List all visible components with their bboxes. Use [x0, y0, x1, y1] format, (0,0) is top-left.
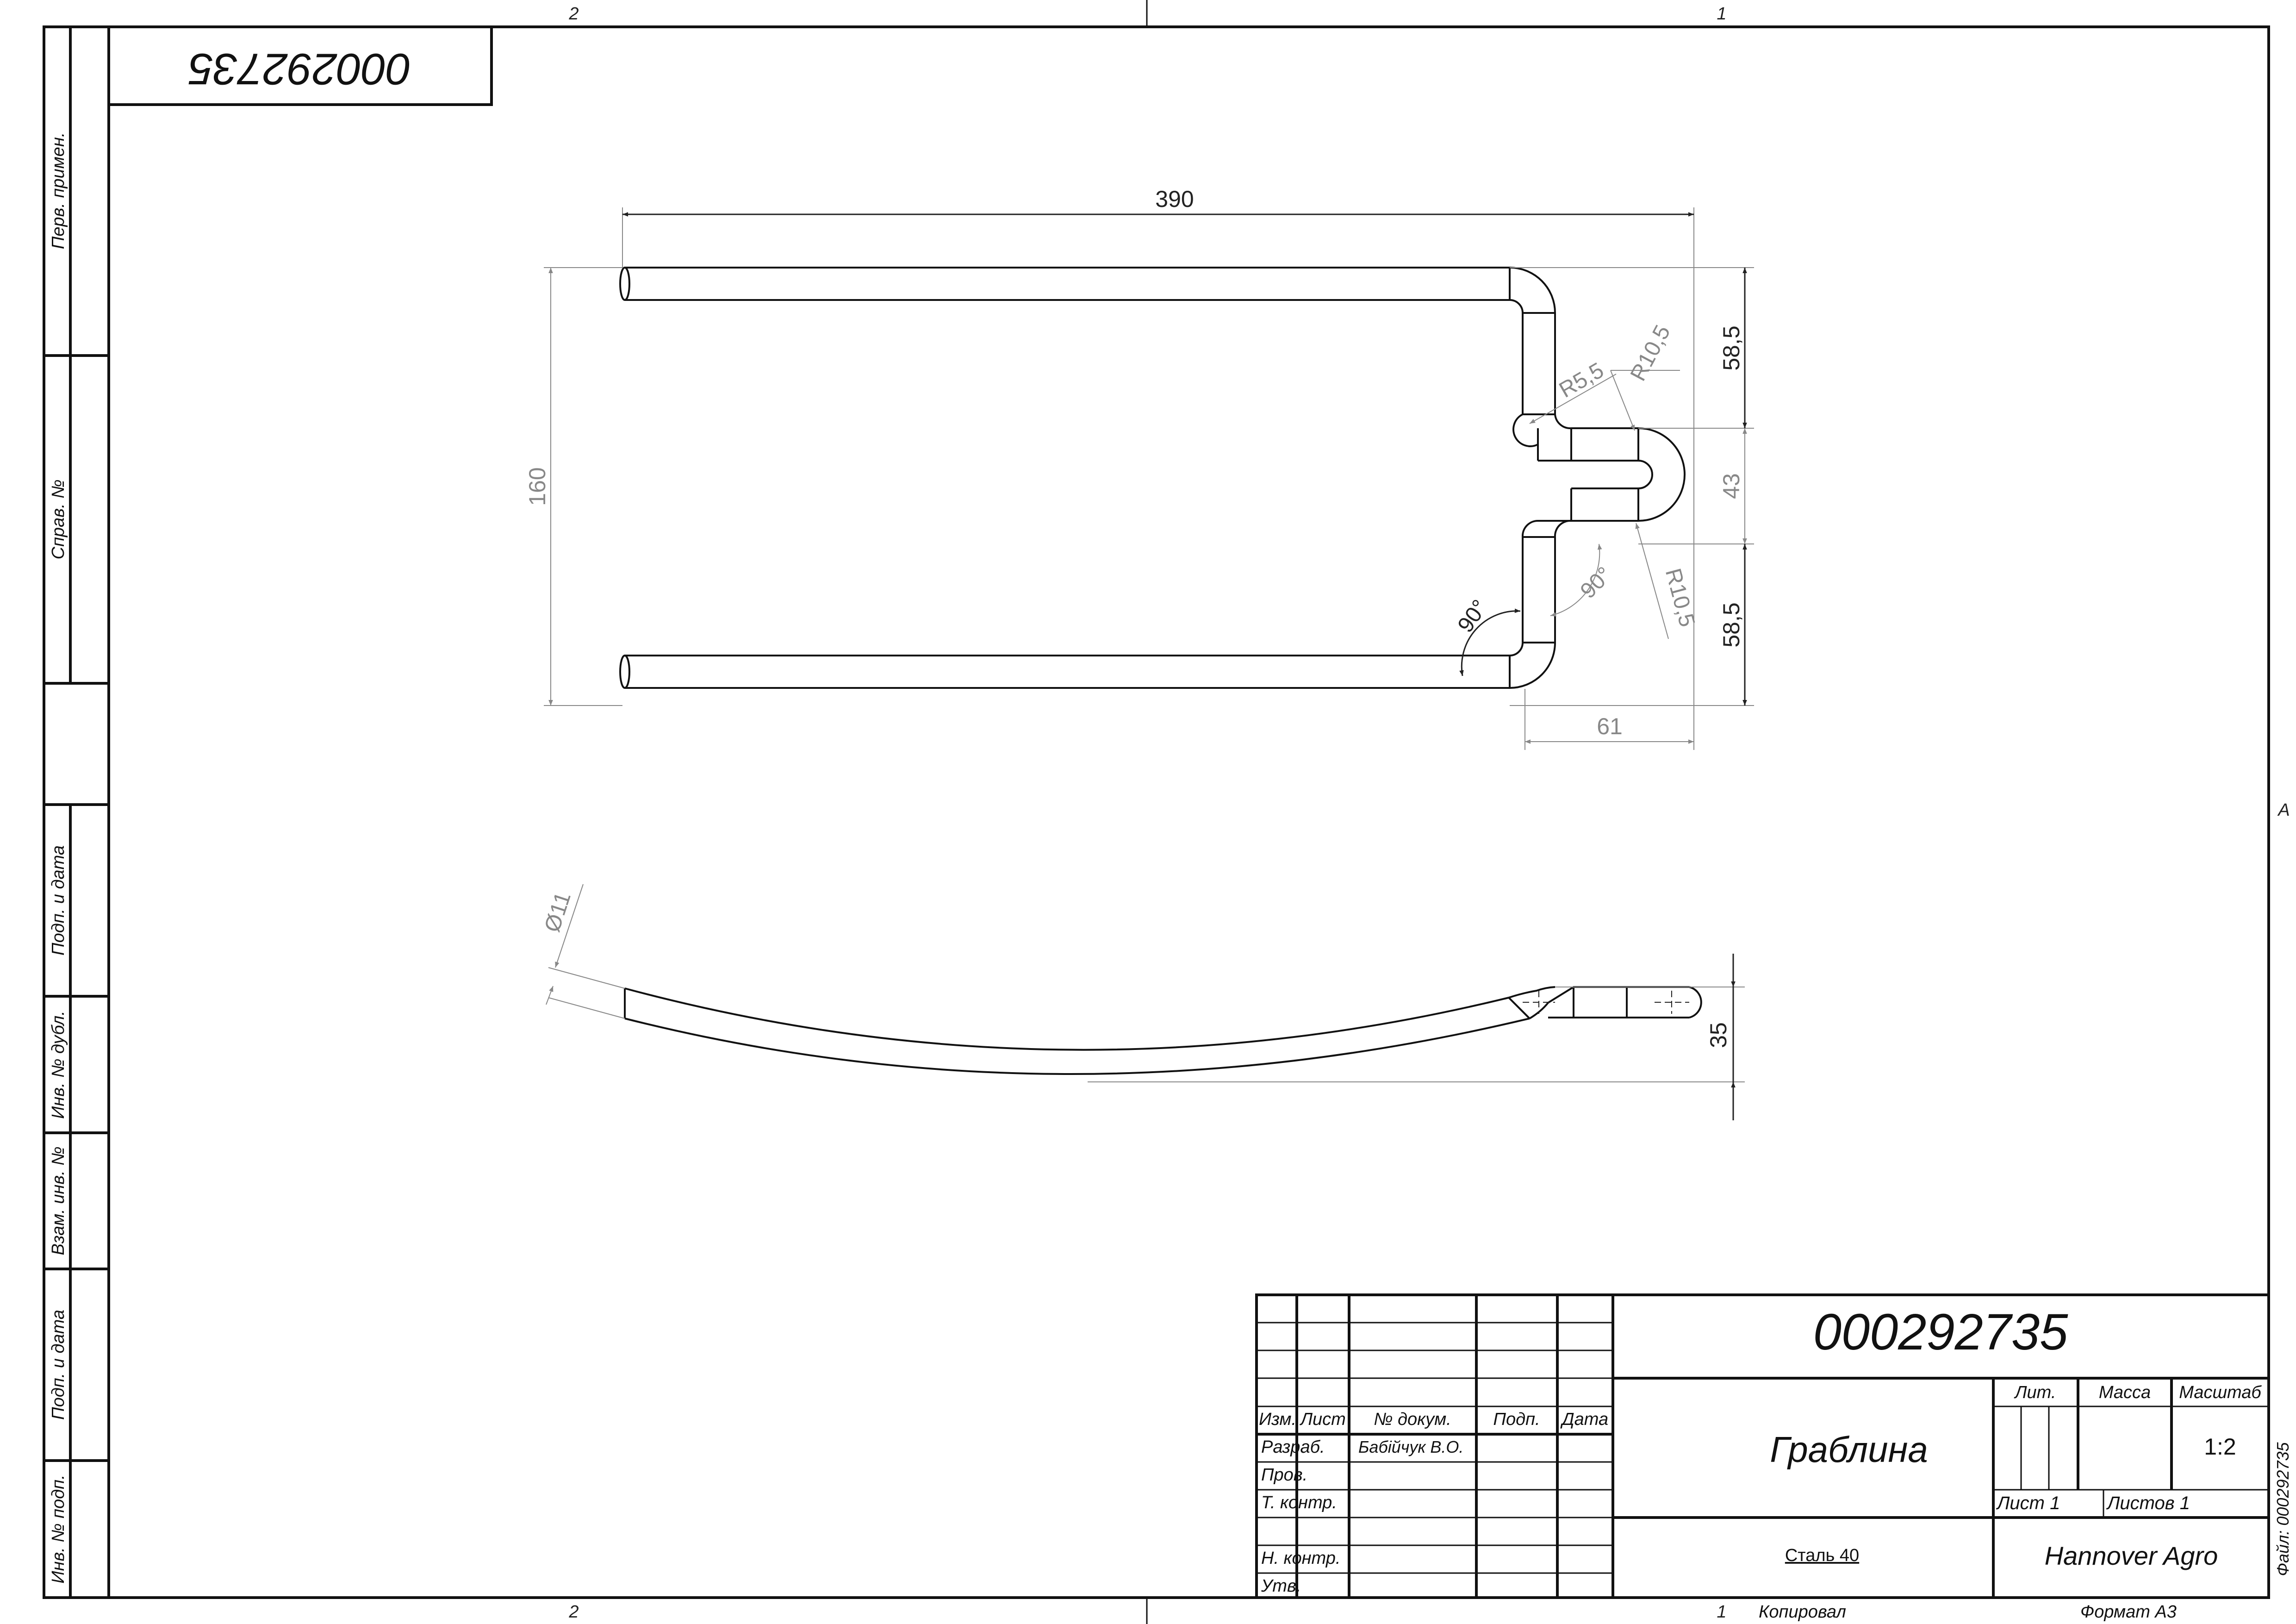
- zone-mark-bottom-right: 1: [1717, 1602, 1726, 1622]
- scale-value: 1:2: [2204, 1434, 2236, 1460]
- title-part-name: Граблина: [1770, 1429, 1928, 1470]
- zone-mark-right-side: A: [2277, 800, 2290, 820]
- side-stamp: [43, 25, 110, 1599]
- col-header-date: Дата: [1560, 1410, 1608, 1429]
- title-block-lines: [1255, 1293, 2270, 1599]
- dim-side-height: 35: [1705, 1022, 1731, 1048]
- title-designation: 000292735: [1813, 1304, 2068, 1361]
- side-label-orig-inv: Инв. № подп.: [49, 1474, 68, 1583]
- title-company: Hannover Agro: [2045, 1541, 2218, 1570]
- side-label-sign-date-2: Подп. и дата: [49, 1310, 68, 1420]
- side-view-dimension-texts: Ø11 35: [540, 889, 1731, 1048]
- side-label-reference: Справ. №: [49, 480, 68, 560]
- lit-label: Лит.: [2014, 1383, 2056, 1402]
- zone-mark-top-left: 2: [568, 4, 579, 24]
- col-header-sign: Подп.: [1493, 1410, 1540, 1429]
- role-checked: Пров.: [1261, 1465, 1307, 1485]
- zone-mark-bottom-left: 2: [568, 1602, 579, 1622]
- mass-label: Масса: [2099, 1383, 2151, 1402]
- col-header-izm: Изм.: [1259, 1410, 1296, 1429]
- side-label-dup-inv: Инв. № дубл.: [49, 1011, 68, 1119]
- role-developer: Разраб.: [1261, 1437, 1325, 1457]
- side-view-centerlines: [1523, 991, 1689, 1014]
- dim-height-160: 160: [524, 467, 550, 506]
- role-norm-control: Н. контр.: [1261, 1549, 1340, 1568]
- bottom-format-label: Формат А3: [2080, 1602, 2177, 1622]
- scale-label: Масштаб: [2179, 1383, 2262, 1402]
- side-label-replace-inv: Взам. инв. №: [49, 1146, 68, 1255]
- sheets-total: Листов 1: [2106, 1493, 2190, 1513]
- top-view-dimensions: [544, 207, 1754, 750]
- dim-length-390: 390: [1155, 186, 1194, 212]
- dim-middle-gap: 43: [1718, 473, 1744, 499]
- sheet-frame: [43, 0, 2270, 1624]
- title-block-texts: 000292735 Граблина Сталь 40 Hannover Agr…: [1259, 1304, 2262, 1596]
- dim-radius-small: R5,5: [1555, 358, 1608, 403]
- dim-top-offset: 58,5: [1718, 325, 1744, 370]
- side-label-first-use: Перв. примен.: [49, 132, 68, 250]
- side-label-sign-date-1: Подп. и дата: [49, 845, 68, 956]
- title-material: Сталь 40: [1785, 1546, 1859, 1565]
- side-view-dimensions: [546, 884, 1745, 1120]
- dim-bend-width: 61: [1597, 713, 1623, 739]
- bottom-copied-label: Копировал: [1759, 1602, 1846, 1622]
- dim-angle-outer: 90°: [1453, 595, 1493, 637]
- dim-radius-top: R10,5: [1626, 321, 1675, 385]
- dim-diameter: Ø11: [540, 889, 576, 935]
- developer-name: Бабійчук В.О.: [1358, 1437, 1463, 1456]
- dim-bottom-offset: 58,5: [1718, 602, 1744, 647]
- col-header-doc: № докум.: [1374, 1410, 1451, 1429]
- role-tech-control: Т. контр.: [1261, 1493, 1337, 1512]
- side-view-part: [624, 986, 1702, 1075]
- zone-marks: 2 1 2 1 A: [568, 4, 2290, 1622]
- col-header-list: Лист: [1299, 1410, 1346, 1429]
- role-approved: Утв.: [1261, 1576, 1301, 1596]
- file-label: Файл: 000292735: [2273, 1442, 2292, 1576]
- rotated-number: 000292735: [188, 44, 411, 94]
- sheet-number: Лист 1: [1996, 1493, 2060, 1513]
- zone-mark-top-right: 1: [1717, 4, 1726, 24]
- rotated-number-box: 000292735: [107, 25, 493, 106]
- bottom-strip: Копировал Формат А3 Файл: 000292735: [1759, 1442, 2292, 1622]
- top-view-part: [619, 267, 1686, 689]
- side-labels: Перв. примен. Справ. № Подп. и дата Инв.…: [49, 132, 68, 1584]
